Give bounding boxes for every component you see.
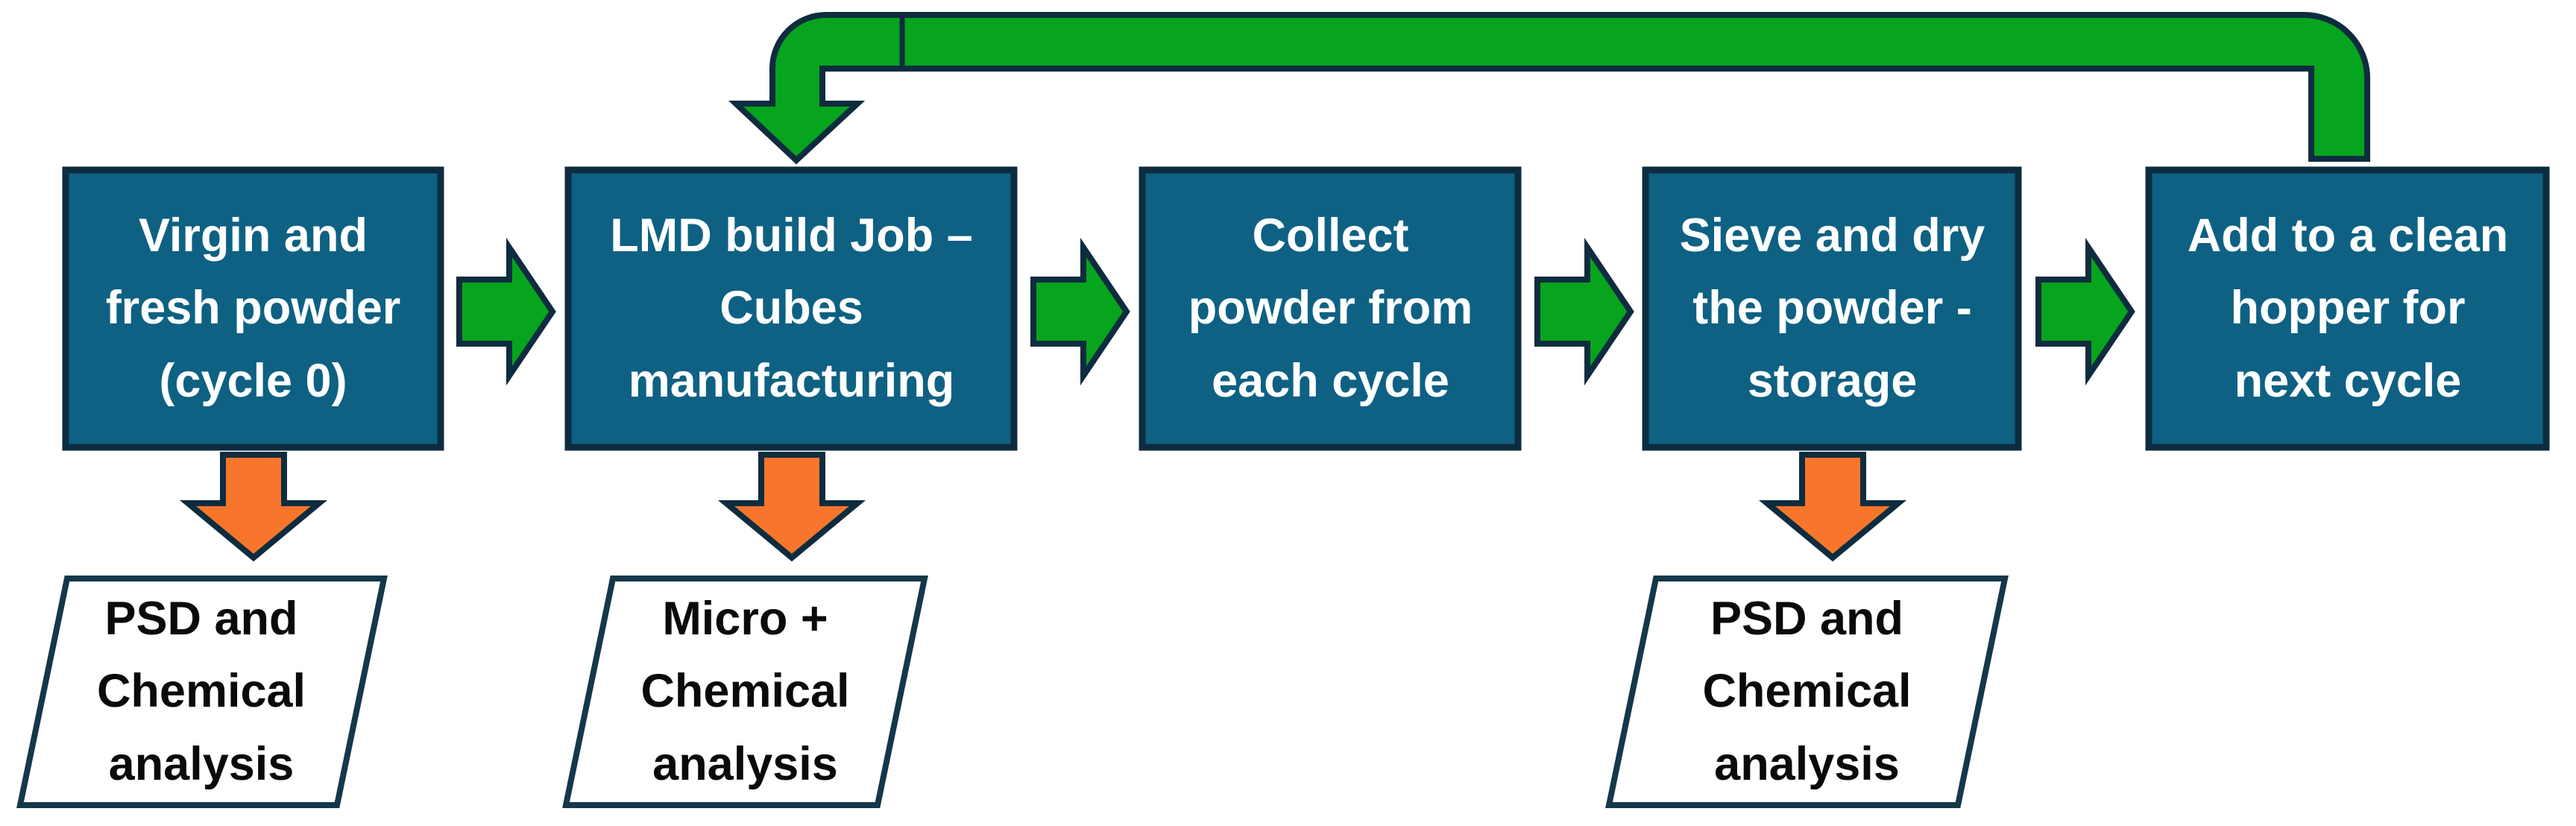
flow-arrow-4 [2035, 237, 2135, 386]
analysis-parallelogram-1 [16, 576, 388, 808]
flow-arrow-2 [1030, 237, 1130, 386]
analysis-arrow-3 [1758, 452, 1907, 562]
analysis-arrow-2 [717, 452, 866, 562]
process-step-box-4 [1642, 166, 2022, 451]
flow-arrow-3 [1534, 237, 1634, 386]
flow-arrow-1 [456, 237, 556, 386]
analysis-parallelogram-2 [562, 576, 928, 808]
analysis-parallelogram-3 [1605, 576, 2009, 808]
process-step-box-3 [1139, 166, 1522, 451]
recycle-loop-arrow [728, 12, 2370, 165]
analysis-arrow-1 [179, 452, 328, 562]
process-step-box-5 [2145, 166, 2550, 451]
process-step-box-1 [62, 166, 444, 451]
process-step-box-2 [564, 166, 1018, 451]
